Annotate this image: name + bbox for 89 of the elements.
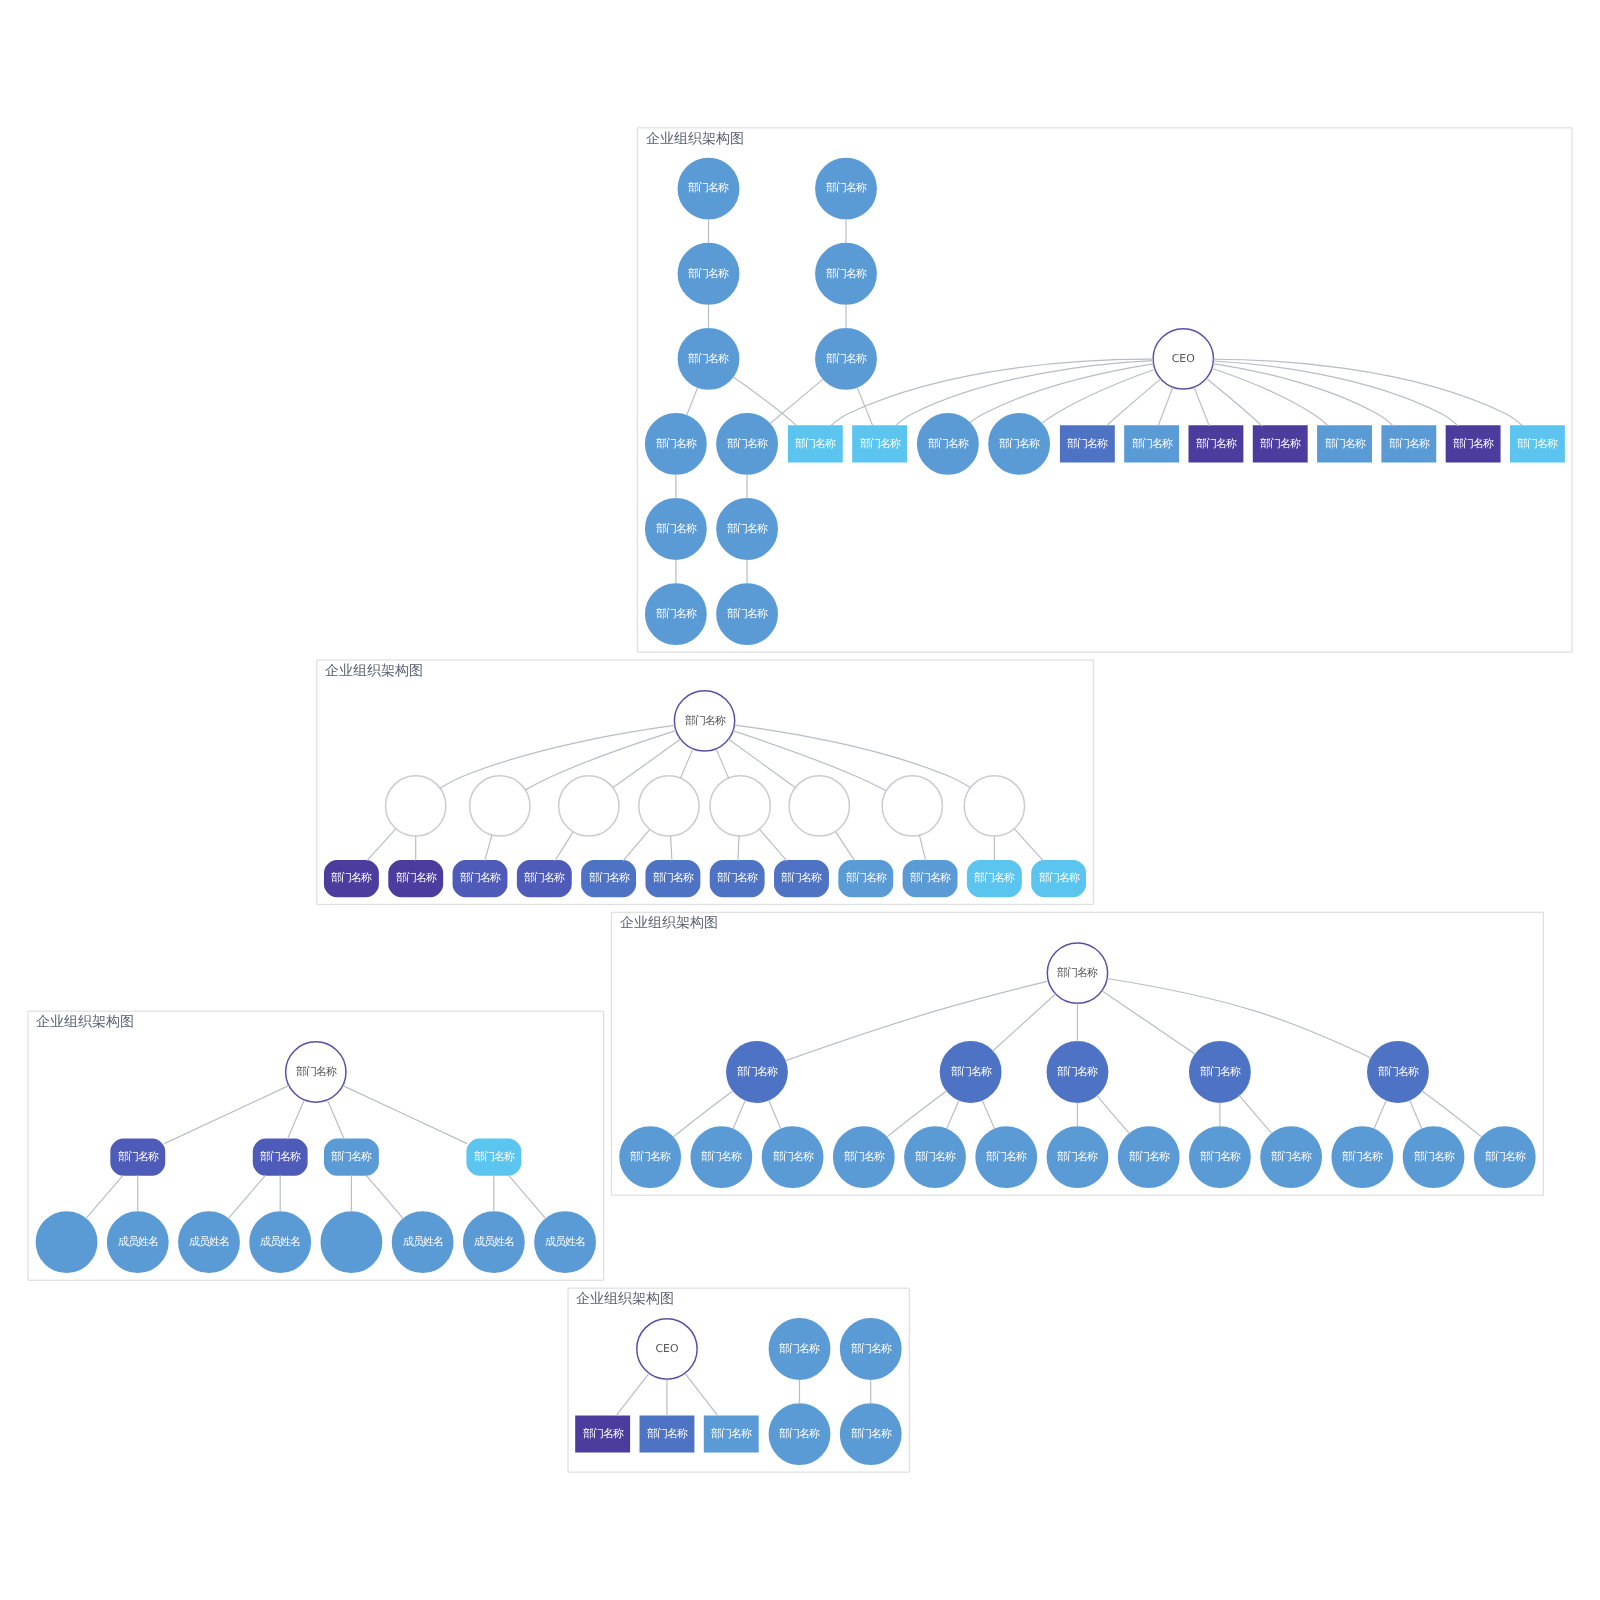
connector bbox=[769, 378, 824, 425]
connector bbox=[439, 724, 675, 789]
connector bbox=[669, 835, 673, 862]
connector bbox=[894, 360, 1154, 427]
connector bbox=[137, 1174, 139, 1213]
connector bbox=[612, 738, 681, 789]
connector bbox=[856, 386, 874, 427]
connector bbox=[1421, 1090, 1483, 1138]
connector bbox=[615, 1372, 650, 1417]
node-circle bbox=[963, 775, 1026, 837]
connector bbox=[342, 1085, 468, 1145]
connector bbox=[493, 1174, 495, 1213]
connector bbox=[918, 834, 927, 862]
connector bbox=[758, 828, 788, 862]
connector bbox=[728, 738, 796, 789]
connector bbox=[768, 1099, 782, 1130]
node-circle bbox=[384, 775, 447, 837]
connector bbox=[227, 1174, 267, 1220]
connector bbox=[1076, 1101, 1079, 1128]
connector bbox=[981, 1099, 996, 1130]
node-circle bbox=[468, 775, 531, 837]
connector bbox=[969, 363, 1155, 424]
connector bbox=[1105, 378, 1162, 427]
connector bbox=[746, 473, 748, 500]
connector bbox=[845, 218, 847, 244]
connector bbox=[732, 376, 798, 427]
connector bbox=[415, 835, 417, 862]
connector bbox=[1213, 360, 1459, 427]
connector bbox=[1106, 977, 1372, 1059]
connector bbox=[286, 1099, 305, 1140]
node-circle bbox=[320, 1211, 383, 1274]
node-circle bbox=[557, 775, 620, 837]
connector bbox=[1219, 1101, 1221, 1128]
connector bbox=[1409, 1099, 1423, 1130]
connector bbox=[707, 303, 710, 329]
connector bbox=[484, 834, 493, 862]
node-circle bbox=[709, 775, 772, 837]
connector bbox=[1205, 377, 1263, 427]
connector bbox=[1212, 363, 1394, 427]
connector bbox=[830, 358, 1154, 427]
connector bbox=[554, 831, 574, 862]
connector bbox=[784, 980, 1049, 1062]
connector bbox=[666, 1378, 668, 1417]
connector bbox=[1211, 367, 1329, 427]
connector bbox=[1212, 358, 1524, 427]
connector bbox=[685, 386, 699, 417]
connector bbox=[1076, 1002, 1079, 1043]
node-circle bbox=[788, 775, 851, 837]
connector bbox=[845, 303, 847, 329]
connector bbox=[524, 730, 677, 791]
connector bbox=[675, 558, 677, 585]
connector bbox=[684, 1372, 719, 1417]
connector bbox=[732, 730, 887, 792]
node-circle bbox=[35, 1211, 98, 1274]
connector bbox=[366, 828, 397, 862]
connector bbox=[279, 1174, 281, 1213]
connector bbox=[622, 828, 651, 862]
connector bbox=[732, 1099, 746, 1130]
connector bbox=[1373, 1099, 1387, 1130]
connector bbox=[679, 748, 694, 779]
connector bbox=[993, 835, 995, 862]
connector bbox=[707, 218, 710, 244]
connector bbox=[1238, 1095, 1273, 1135]
connector bbox=[734, 724, 971, 789]
connector bbox=[870, 1378, 872, 1405]
connector bbox=[798, 1378, 801, 1405]
connector bbox=[1193, 386, 1210, 427]
connector bbox=[834, 831, 856, 862]
connector bbox=[85, 1174, 124, 1220]
connector bbox=[1013, 828, 1044, 862]
connector bbox=[365, 1174, 404, 1220]
connector bbox=[715, 748, 730, 779]
connector bbox=[1096, 1095, 1131, 1135]
connector bbox=[326, 1099, 345, 1140]
connector bbox=[163, 1085, 290, 1145]
connector bbox=[746, 558, 748, 585]
connector bbox=[1041, 368, 1156, 424]
connector bbox=[350, 1174, 352, 1213]
connector bbox=[1101, 990, 1196, 1055]
connector bbox=[675, 473, 677, 500]
connector bbox=[508, 1174, 547, 1220]
connector bbox=[946, 1099, 960, 1130]
connector bbox=[672, 1090, 734, 1138]
connector bbox=[737, 835, 740, 862]
node-circle bbox=[638, 775, 700, 837]
connector bbox=[886, 1090, 948, 1138]
node-circle bbox=[881, 775, 944, 837]
connector bbox=[991, 993, 1057, 1052]
connector bbox=[1157, 386, 1174, 427]
